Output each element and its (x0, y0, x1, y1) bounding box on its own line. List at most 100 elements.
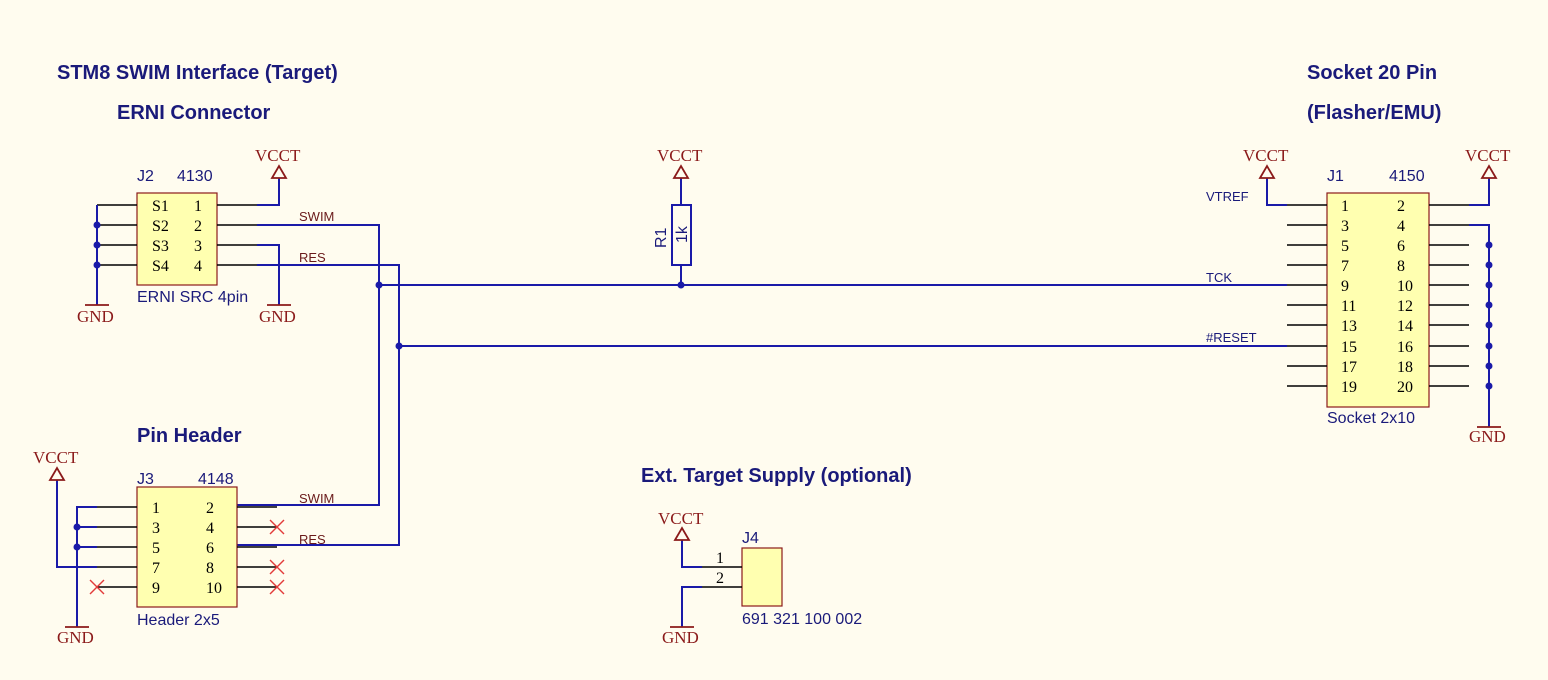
gnd-symbol-j1: GND (1469, 426, 1506, 446)
j3-pin-10: 10 (206, 580, 222, 597)
title-flasher-emu: (Flasher/EMU) (1307, 102, 1441, 124)
j2-pin-s4: S4 (152, 258, 169, 275)
j3-pin-3: 3 (152, 520, 160, 537)
j1-pin-10: 10 (1397, 278, 1413, 295)
j1-body (1326, 192, 1430, 408)
net-label-tck: TCK (1206, 270, 1232, 285)
j4-wiring (681, 540, 702, 627)
j4-footprint: 691 321 100 002 (742, 611, 862, 628)
vcct-symbol-j1-vtref: VCCT (1243, 146, 1289, 179)
j2-pin-s1: S1 (152, 198, 169, 215)
vcct-label-j2: VCCT (255, 146, 301, 165)
j3-pin-1: 1 (152, 500, 160, 517)
j3-pin-9: 9 (152, 580, 160, 597)
j1-pin-16: 16 (1397, 339, 1413, 356)
vcct-symbol-j3: VCCT (33, 448, 79, 481)
gnd-label-j1: GND (1469, 427, 1506, 446)
j1-footprint: Socket 2x10 (1327, 410, 1415, 427)
j1-pin-1: 1 (1341, 198, 1349, 215)
gnd-label-j3: GND (57, 628, 94, 647)
resistor-r1[interactable]: R1 1k (653, 178, 692, 289)
title-socket-20-pin: Socket 20 Pin (1307, 62, 1437, 84)
j1-ref: J1 (1327, 168, 1344, 185)
j1-wiring: VTREF TCK #RESET (1206, 178, 1493, 427)
j3-ref: J3 (137, 471, 154, 488)
vcct-label-j3: VCCT (33, 448, 79, 467)
j3-pin-2: 2 (206, 500, 214, 517)
no-connect-j3-pin10 (269, 579, 285, 595)
net-label-reset: #RESET (1206, 330, 1257, 345)
j2-pin-1: 1 (194, 198, 202, 215)
j3-pin-8: 8 (206, 560, 214, 577)
j1-pin-3: 3 (1341, 218, 1349, 235)
j2-part: 4130 (177, 168, 213, 185)
j2-pin-s3: S3 (152, 238, 169, 255)
gnd-symbol-j2-shield: GND (77, 304, 114, 326)
j1-pin-9: 9 (1341, 278, 1349, 295)
vcct-label-r1: VCCT (657, 146, 703, 165)
j3-pin-6: 6 (206, 540, 214, 557)
vcct-label-j1-pin2: VCCT (1465, 146, 1511, 165)
j1-pin-14: 14 (1397, 318, 1413, 335)
j1-pin-7: 7 (1341, 258, 1349, 275)
j4-body (741, 547, 783, 607)
vcct-symbol-j4: VCCT (658, 509, 704, 541)
j2-wiring: SWIM RES (93, 178, 1287, 546)
connector-j2[interactable]: J2 4130 ERNI SRC 4pin S1 S2 S3 S4 1 2 3 … (97, 168, 257, 306)
r1-body (671, 204, 692, 266)
j4-pin-1: 1 (716, 550, 724, 567)
j1-pin-4: 4 (1397, 218, 1405, 235)
net-label-res-j2: RES (299, 250, 326, 265)
gnd-symbol-j4: GND (662, 626, 699, 647)
title-pin-header: Pin Header (137, 425, 242, 447)
j1-pin-12: 12 (1397, 298, 1413, 315)
j2-pin-2: 2 (194, 218, 202, 235)
j4-pin-2: 2 (716, 570, 724, 587)
r1-value: 1k (674, 225, 691, 243)
j1-pin-13: 13 (1341, 318, 1357, 335)
j1-pin-20: 20 (1397, 379, 1413, 396)
net-label-swim-j2: SWIM (299, 209, 334, 224)
j3-wiring: SWIM RES (56, 480, 334, 627)
vcct-symbol-j2: VCCT (255, 146, 301, 179)
j3-pin-7: 7 (152, 560, 160, 577)
j3-pin-4: 4 (206, 520, 214, 537)
j3-pin-5: 5 (152, 540, 160, 557)
gnd-symbol-j2-pin3: GND (259, 304, 296, 326)
j1-pin-5: 5 (1341, 238, 1349, 255)
j1-part: 4150 (1389, 168, 1425, 185)
no-connect-j3-pin9 (89, 579, 105, 595)
j1-pin-11: 11 (1341, 298, 1356, 315)
j2-pin-3: 3 (194, 238, 202, 255)
vcct-label-j4: VCCT (658, 509, 704, 528)
title-swim-interface: STM8 SWIM Interface (Target) (57, 62, 338, 84)
vcct-label-j1-vtref: VCCT (1243, 146, 1289, 165)
j1-pin-8: 8 (1397, 258, 1405, 275)
r1-ref: R1 (653, 227, 670, 248)
j1-pin-2: 2 (1397, 198, 1405, 215)
connector-j4[interactable]: J4 691 321 100 002 1 2 (702, 530, 862, 628)
j1-pin-19: 19 (1341, 379, 1357, 396)
net-label-swim-j3: SWIM (299, 491, 334, 506)
j1-pin-6: 6 (1397, 238, 1405, 255)
j2-ref: J2 (137, 168, 154, 185)
title-erni-connector: ERNI Connector (117, 102, 271, 124)
j1-pin-17: 17 (1341, 359, 1357, 376)
no-connect-j3-pin4 (269, 519, 285, 535)
no-connect-markers (89, 519, 285, 595)
gnd-label-j2-pin3: GND (259, 307, 296, 326)
j3-part: 4148 (198, 471, 234, 488)
net-label-res-j3: RES (299, 532, 326, 547)
j2-pin-4: 4 (194, 258, 202, 275)
vcct-symbol-j1-pin2: VCCT (1465, 146, 1511, 179)
j2-pin-s2: S2 (152, 218, 169, 235)
j4-ref: J4 (742, 530, 759, 547)
j1-pin-15: 15 (1341, 339, 1357, 356)
no-connect-j3-pin8 (269, 559, 285, 575)
vcct-symbol-r1: VCCT (657, 146, 703, 179)
gnd-symbol-j3: GND (57, 626, 94, 647)
j3-body (136, 486, 238, 608)
